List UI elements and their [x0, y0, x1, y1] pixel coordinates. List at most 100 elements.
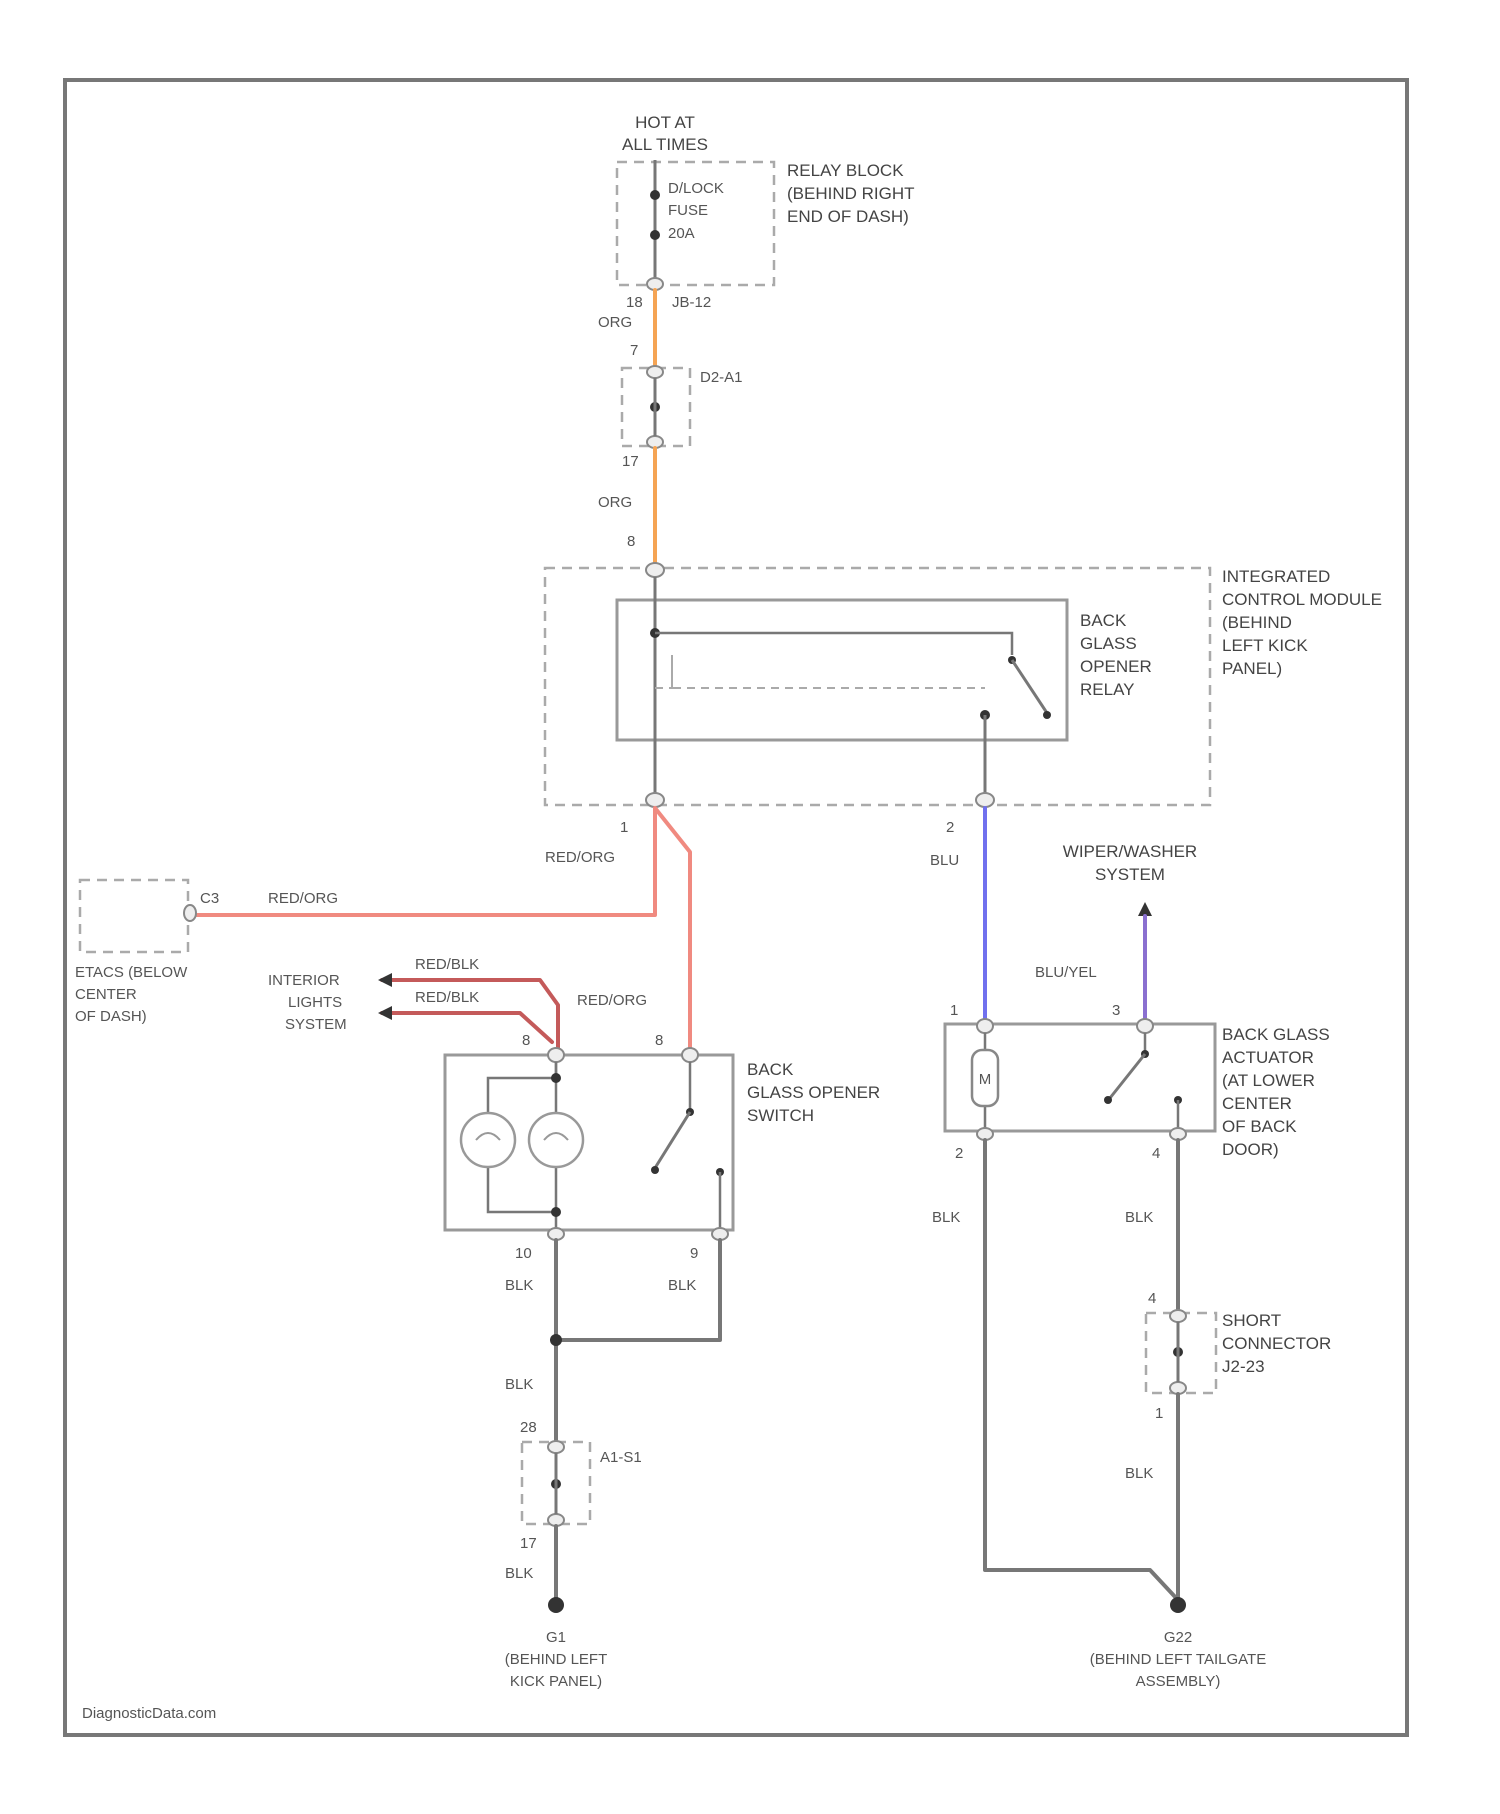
wiper-label-1: WIPER/WASHER: [1063, 842, 1197, 861]
relay-label-4: RELAY: [1080, 680, 1135, 699]
blk-label-a: BLK: [505, 1277, 533, 1294]
red-org-wire-switch: [655, 808, 690, 1050]
pin-17b-label: 17: [520, 1535, 537, 1552]
icm-pin-2: [976, 793, 994, 807]
blk-label-b: BLK: [668, 1277, 696, 1294]
short-pin-4-label: 4: [1148, 1290, 1156, 1307]
short-connector-label-2: CONNECTOR: [1222, 1334, 1331, 1353]
switch-lamp-node-top: [551, 1073, 561, 1083]
org-label-b: ORG: [598, 494, 632, 511]
ground-g1-label-1: G1: [546, 1629, 566, 1646]
relay-switch-tip: [1043, 711, 1051, 719]
icm-pin-top: [646, 563, 664, 577]
switch-pin-8a: [548, 1048, 564, 1062]
actuator-pin-4-label: 4: [1152, 1145, 1160, 1162]
icm-label-5: PANEL): [1222, 659, 1282, 678]
short-pin-1-label: 1: [1155, 1405, 1163, 1422]
red-org-label-b: RED/ORG: [268, 890, 338, 907]
actuator-motor-glyph: M: [979, 1071, 992, 1088]
ground-g22-label-1: G22: [1164, 1629, 1192, 1646]
icm-pin-1-label: 1: [620, 819, 628, 836]
relay-label-2: GLASS: [1080, 634, 1137, 653]
relay-block-label-3: END OF DASH): [787, 207, 909, 226]
interior-label-3: SYSTEM: [285, 1016, 347, 1033]
blk-label-d: BLK: [505, 1565, 533, 1582]
icm-label-1: INTEGRATED: [1222, 567, 1330, 586]
relay-block-label-2: (BEHIND RIGHT: [787, 184, 915, 203]
actuator-pin-3: [1137, 1019, 1153, 1033]
red-blk-label-b: RED/BLK: [415, 989, 479, 1006]
blu-label: BLU: [930, 852, 959, 869]
relay-block-label-1: RELAY BLOCK: [787, 161, 904, 180]
blk-label-f: BLK: [1125, 1209, 1153, 1226]
actuator-label-2: ACTUATOR: [1222, 1048, 1314, 1067]
etacs-label-2: CENTER: [75, 986, 137, 1003]
actuator-pin-3-label: 3: [1112, 1002, 1120, 1019]
fuse-node-bottom: [650, 230, 660, 240]
actuator-label-1: BACK GLASS: [1222, 1025, 1330, 1044]
switch-lamp-node-bottom: [551, 1207, 561, 1217]
relay-label-3: OPENER: [1080, 657, 1152, 676]
footer-watermark: DiagnosticData.com: [82, 1705, 216, 1722]
red-org-label-c: RED/ORG: [577, 992, 647, 1009]
red-org-label-a: RED/ORG: [545, 849, 615, 866]
pin-7-label: 7: [630, 342, 638, 359]
actuator-label-6: DOOR): [1222, 1140, 1279, 1159]
wiper-label-2: SYSTEM: [1095, 865, 1165, 884]
interior-label-2: LIGHTS: [288, 994, 342, 1011]
icm-label-2: CONTROL MODULE: [1222, 590, 1382, 609]
fuse-label-1: D/LOCK: [668, 180, 724, 197]
ground-g22-icon: [1170, 1597, 1186, 1613]
connector-d2a1-pin-top: [647, 366, 663, 378]
switch-pin-8b: [682, 1048, 698, 1062]
fuse-node-top: [650, 190, 660, 200]
switch-tip: [651, 1166, 659, 1174]
blk-label-e: BLK: [932, 1209, 960, 1226]
etacs-pin-label: C3: [200, 890, 219, 907]
connector-a1s1-pin-top: [548, 1441, 564, 1453]
switch-label-2: GLASS OPENER: [747, 1083, 880, 1102]
etacs-label-3: OF DASH): [75, 1008, 147, 1025]
short-connector-pin-top: [1170, 1310, 1186, 1322]
arrow-wiper: [1138, 902, 1152, 916]
red-blk-label-a: RED/BLK: [415, 956, 479, 973]
ground-g1-label-2: (BEHIND LEFT: [505, 1651, 608, 1668]
ground-g1-label-3: KICK PANEL): [510, 1673, 602, 1690]
ground-g22-label-3: ASSEMBLY): [1136, 1673, 1221, 1690]
ground-g1-icon: [548, 1597, 564, 1613]
org-label-a: ORG: [598, 314, 632, 331]
etacs-label-1: ETACS (BELOW: [75, 964, 188, 981]
short-connector-label-1: SHORT: [1222, 1311, 1281, 1330]
actuator-pin-2-label: 2: [955, 1145, 963, 1162]
fuse-label-2: FUSE: [668, 202, 708, 219]
diagram-frame: [65, 80, 1407, 1735]
blk-splice-left: [550, 1334, 562, 1346]
actuator-pin-1-label: 1: [950, 1002, 958, 1019]
fuse-label-3: 20A: [668, 225, 695, 242]
arrow-interior-b: [378, 1006, 392, 1020]
switch-pin-10-label: 10: [515, 1245, 532, 1262]
blk-label-c: BLK: [505, 1376, 533, 1393]
hot-label-1: HOT AT: [635, 113, 695, 132]
relay-label-1: BACK: [1080, 611, 1127, 630]
pin-18-label: 18: [626, 294, 643, 311]
back-glass-opener-relay-box: [617, 600, 1067, 740]
blk-label-g: BLK: [1125, 1465, 1153, 1482]
icm-label-3: (BEHIND: [1222, 613, 1292, 632]
short-connector-label-3: J2-23: [1222, 1357, 1265, 1376]
switch-label-1: BACK: [747, 1060, 794, 1079]
etacs-pin: [184, 905, 196, 921]
switch-label-3: SWITCH: [747, 1106, 814, 1125]
switch-pin-8a-label: 8: [522, 1032, 530, 1049]
pin-17-label: 17: [622, 453, 639, 470]
switch-pin-9-label: 9: [690, 1245, 698, 1262]
lamp-icon-left: [461, 1113, 515, 1167]
interior-label-1: INTERIOR: [268, 972, 340, 989]
etacs-outline: [80, 880, 188, 952]
icm-pin-1: [646, 793, 664, 807]
hot-label-2: ALL TIMES: [622, 135, 708, 154]
connector-d2a1-label: D2-A1: [700, 369, 743, 386]
arrow-interior-a: [378, 973, 392, 987]
actuator-label-4: CENTER: [1222, 1094, 1292, 1113]
switch-pin-8b-label: 8: [655, 1032, 663, 1049]
